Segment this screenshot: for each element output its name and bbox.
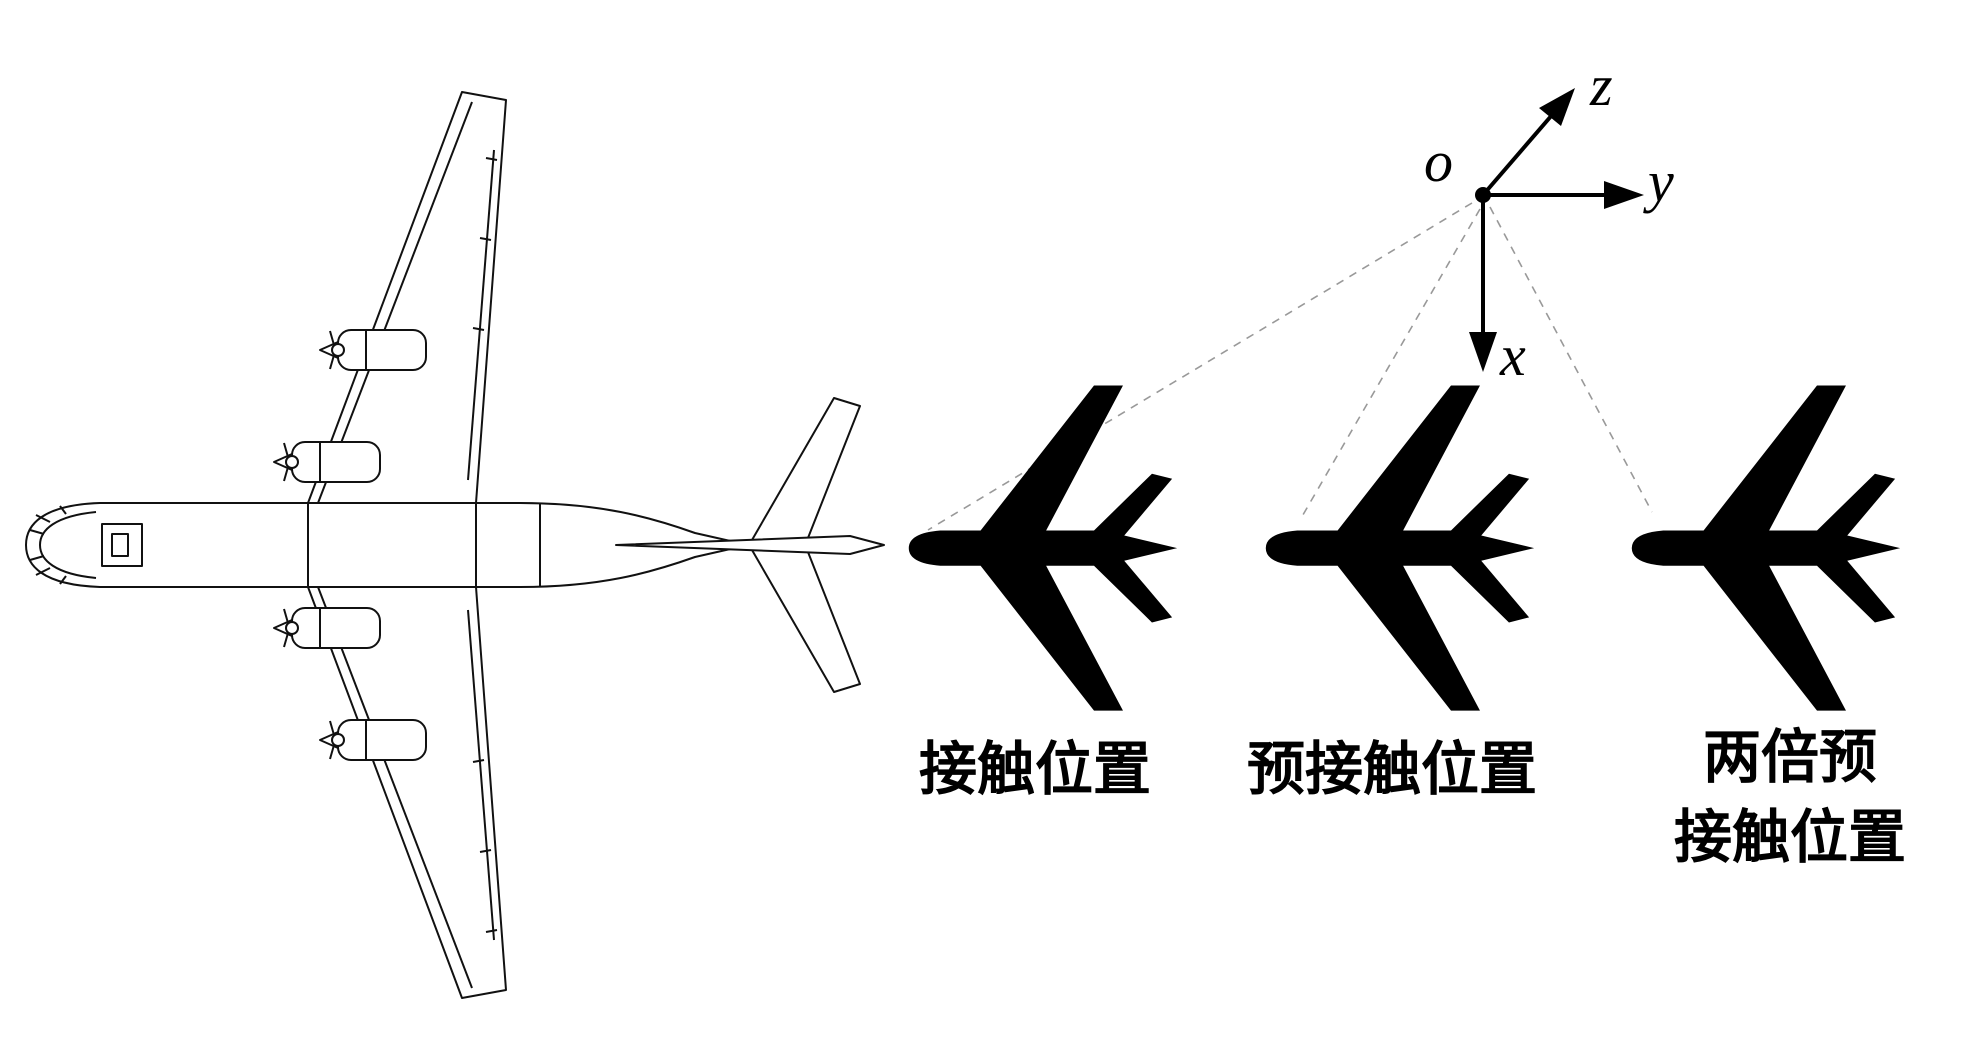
double-pre-contact-position-label-line1: 两倍预 xyxy=(1702,725,1877,790)
pre-contact-position-label: 预接触位置 xyxy=(1212,730,1572,810)
pre-contact-position-label-line: 预接触位置 xyxy=(1246,737,1537,802)
x-axis-label: x xyxy=(1500,323,1526,388)
tanker-aircraft-line-drawing xyxy=(25,91,885,999)
tanker-fin xyxy=(615,535,885,555)
aircraft-silhouettes xyxy=(908,385,1901,711)
double-pre-contact-position-label: 两倍预 接触位置 xyxy=(1610,718,1970,878)
contact-position-label-line: 接触位置 xyxy=(918,737,1151,802)
engine-nacelle xyxy=(273,607,381,649)
engine-nacelle xyxy=(319,719,427,761)
engine-nacelle xyxy=(273,441,381,483)
tanker-bottom-wing xyxy=(307,586,507,999)
contact-position-aircraft-silhouette xyxy=(908,385,1178,711)
pre-contact-position-aircraft-silhouette xyxy=(1265,385,1535,711)
tanker-nose-details xyxy=(29,505,143,585)
engine-nacelle xyxy=(319,329,427,371)
tanker-frame-lines xyxy=(307,504,541,586)
sight-line-double-pre-contact xyxy=(1489,206,1653,513)
y-axis-label: y xyxy=(1648,149,1674,214)
origin-label: o xyxy=(1424,129,1453,194)
coordinate-axes xyxy=(1469,88,1644,372)
x-axis-arrowhead xyxy=(1469,332,1497,372)
y-axis-arrowhead xyxy=(1604,181,1644,209)
dashed-sight-lines xyxy=(927,202,1653,531)
contact-position-label: 接触位置 xyxy=(865,730,1205,810)
z-axis-label: z xyxy=(1590,53,1613,118)
double-pre-contact-position-aircraft-silhouette xyxy=(1631,385,1901,711)
double-pre-contact-position-label-line2: 接触位置 xyxy=(1673,805,1906,871)
sight-line-contact xyxy=(927,202,1473,531)
tanker-fuselage xyxy=(25,502,749,588)
z-axis-arrowhead xyxy=(1539,88,1575,126)
z-axis-line xyxy=(1481,113,1554,197)
